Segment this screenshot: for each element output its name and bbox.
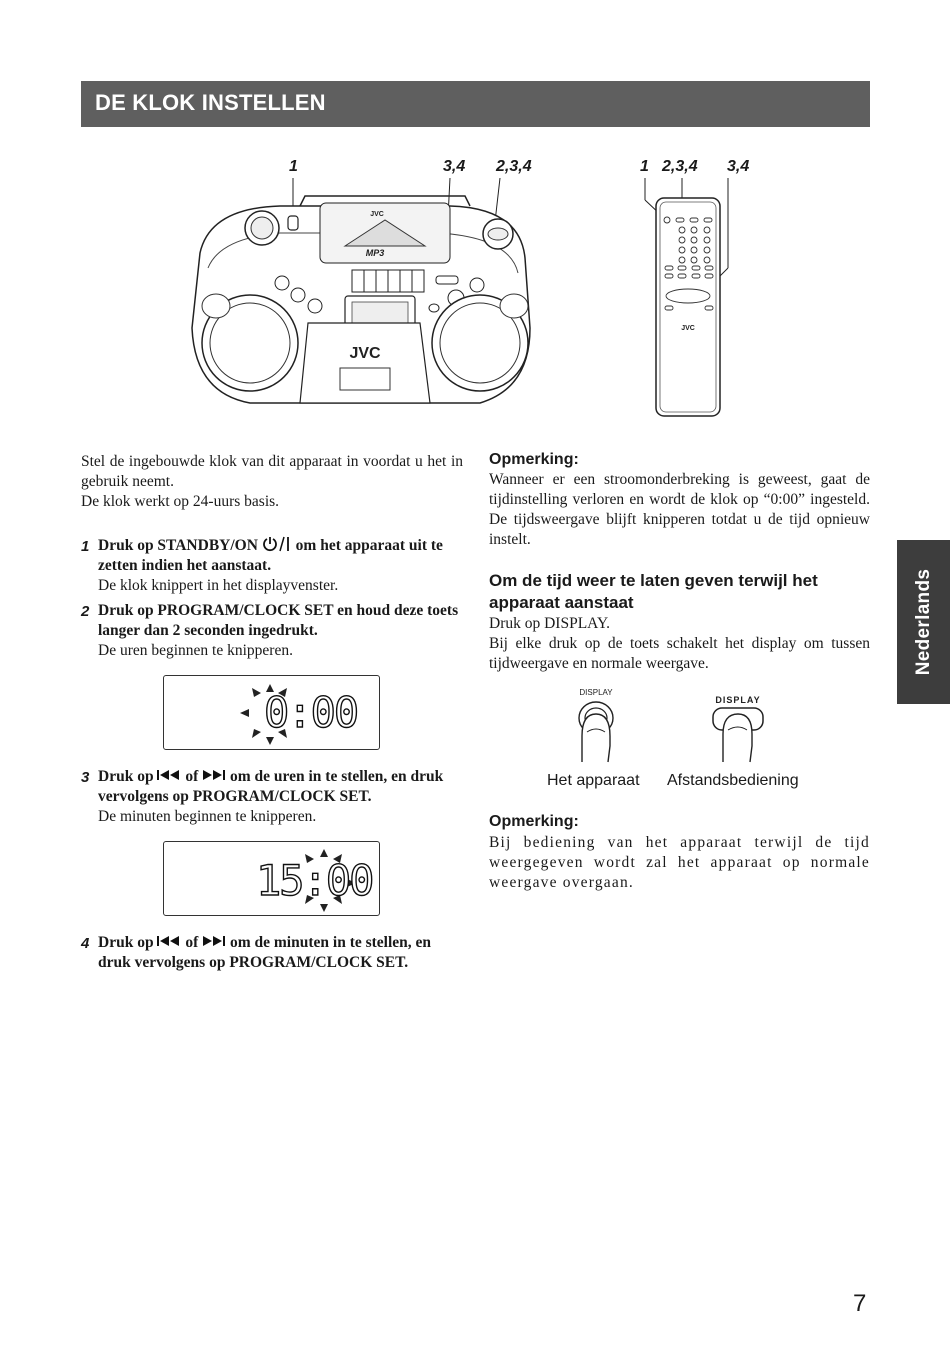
language-label: Nederlands (912, 568, 934, 676)
finger-icon (722, 713, 753, 763)
step-note: De minuten beginnen te knipperen. (98, 808, 317, 825)
note-text: Bij bediening van het apparaat terwijl d… (489, 834, 870, 891)
step-note: De klok knippert in het displayvenster. (98, 577, 339, 594)
section-line: Druk op DISPLAY. (489, 615, 611, 632)
skip-next-icon (203, 936, 226, 946)
caption-remote: Afstandsbediening (667, 772, 799, 789)
skip-previous-icon (157, 936, 180, 946)
section-text: Druk op DISPLAY. Bij elke druk op de toe… (489, 614, 870, 674)
skip-next-icon (203, 770, 226, 780)
step-1: 1 Druk op STANDBY/ON om het apparaat uit… (81, 536, 463, 596)
page-title: DE KLOK INSTELLEN (95, 90, 326, 115)
section-heading: Om de tijd weer te laten geven terwijl h… (489, 571, 818, 612)
figure-label: 1 (640, 158, 649, 175)
page-number: 7 (853, 1290, 867, 1317)
step-number: 1 (81, 538, 90, 555)
note-heading: Opmerking: (489, 451, 579, 468)
lcd-time-value: 15:00 (255, 856, 375, 905)
intro-text: Stel de ingebouwde klok van dit apparaat… (81, 452, 463, 512)
power-standby-icon (262, 536, 289, 552)
step-instruction: om de minuten in te stellen, en druk ver… (98, 934, 432, 971)
boombox-brand: JVC (349, 345, 381, 362)
caption-unit: Het apparaat (547, 772, 640, 789)
step-4: 4 Druk op of om de minuten in te stellen… (81, 933, 463, 973)
figure-label: 2,3,4 (662, 158, 698, 175)
step-3: 3 Druk op of om de uren in te stellen, e… (81, 767, 463, 827)
step-instruction: of (185, 934, 199, 951)
note-text: Wanneer er een stroomonderbreking is gew… (489, 471, 870, 548)
step-number: 3 (81, 769, 90, 786)
step-instruction: Druk op (98, 934, 154, 951)
figure-label: 3,4 (727, 158, 750, 175)
step-2: 2 Druk op PROGRAM/CLOCK SET en houd deze… (81, 601, 463, 661)
intro-line: De klok werkt op 24-uurs basis. (81, 493, 280, 510)
lcd-time-value: 0:00 (263, 688, 360, 737)
step-instruction: om het apparaat uit te zetten indien het… (98, 537, 443, 574)
step-instruction: of (185, 768, 199, 785)
boombox-brand-top: JVC (370, 211, 384, 218)
display-button-illustration: DISPLAY DISPLAY (578, 688, 764, 763)
boombox-illustration: JVC MP3 JVC (191, 178, 531, 404)
mp3-logo: MP3 (366, 248, 385, 258)
display-label-remote: DISPLAY (715, 695, 760, 705)
finger-icon (581, 713, 611, 763)
blink-indicators (305, 849, 356, 912)
step-number: 4 (81, 935, 90, 952)
intro-line: Stel de ingebouwde klok van dit apparaat… (81, 453, 463, 490)
figure-label: 2,3,4 (496, 158, 532, 175)
lcd-display-minutes-blink: 15:00 (163, 841, 380, 916)
figure-label: 1 (289, 158, 298, 175)
figure-label: 3,4 (443, 158, 466, 175)
remote-brand: JVC (681, 325, 695, 332)
note-heading: Opmerking: (489, 813, 579, 830)
language-side-tab: Nederlands (897, 540, 950, 704)
step-instruction: om de uren in te stellen, en druk vervol… (98, 768, 444, 805)
skip-previous-icon (157, 770, 180, 780)
step-note: De uren beginnen te knipperen. (98, 642, 293, 659)
display-label-unit: DISPLAY (579, 688, 613, 697)
section-header-bar: DE KLOK INSTELLEN (81, 81, 870, 127)
step-instruction: Druk op (98, 768, 154, 785)
lcd-display-hours-blink: 0:00 (163, 675, 380, 750)
step-number: 2 (81, 603, 90, 620)
remote-illustration: JVC (644, 178, 729, 417)
section-line: Bij elke druk op de toets schakelt het d… (489, 635, 870, 672)
step-instruction: Druk op STANDBY/ON (98, 537, 258, 554)
blink-indicators (240, 684, 287, 745)
step-instruction: Druk op PROGRAM/CLOCK SET en houd deze t… (98, 602, 459, 639)
